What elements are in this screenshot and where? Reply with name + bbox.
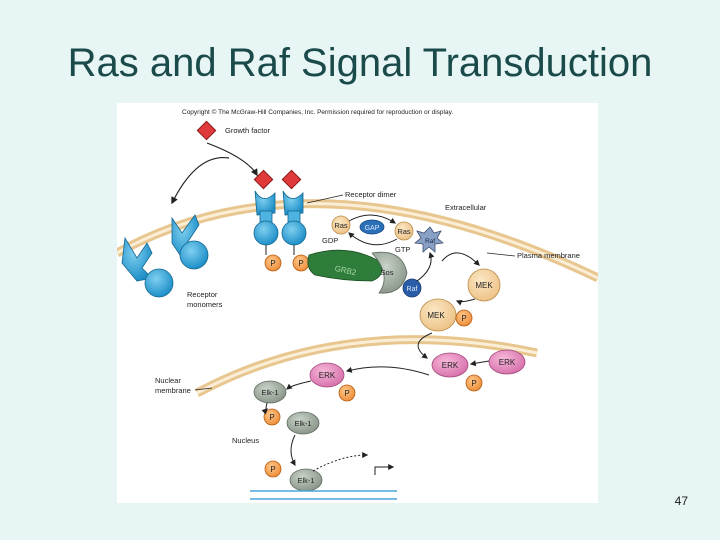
arrow-elk1-phospho xyxy=(261,402,268,415)
plasma-membrane-label: Plasma membrane xyxy=(517,251,580,260)
svg-text:P: P xyxy=(471,379,476,388)
raf-activated: Raf xyxy=(414,226,444,253)
elk1-phosphorylated-2: P Elk-1 xyxy=(264,460,323,492)
svg-text:Elk-1: Elk-1 xyxy=(294,419,311,428)
svg-text:P: P xyxy=(344,389,349,398)
receptor-dimer-label: Receptor dimer xyxy=(345,190,397,199)
svg-text:P: P xyxy=(461,314,466,323)
arrow-transcription xyxy=(312,452,369,472)
receptor-dimer xyxy=(253,169,307,255)
svg-text:P: P xyxy=(270,465,275,474)
svg-text:P: P xyxy=(298,259,303,268)
dna-strand xyxy=(250,490,397,500)
mek-phosphorylated: MEK P xyxy=(419,298,473,332)
arrow-binding xyxy=(206,142,258,177)
elk1-phosphorylated-1: P Elk-1 xyxy=(263,408,320,435)
erk-phosphorylated: ERK P xyxy=(431,352,483,392)
growth-factor-label: Growth factor xyxy=(225,126,271,135)
mek-unphosphorylated: MEK xyxy=(467,268,501,302)
arrow-mek-to-erk xyxy=(417,332,433,359)
svg-text:Sos: Sos xyxy=(381,268,394,277)
arrow-raf-to-mek xyxy=(441,252,480,266)
ras-gdp: Ras GDP xyxy=(322,215,351,245)
arrow-erk-to-elk1 xyxy=(286,380,312,390)
arrow-erk-phospho xyxy=(469,360,490,367)
sos-protein: Sos xyxy=(371,251,408,294)
raf-protein: Raf xyxy=(402,278,422,298)
gap-protein: GAP xyxy=(359,219,385,235)
slide-title: Ras and Raf Signal Transduction xyxy=(67,41,653,85)
growth-factor: Growth factor xyxy=(196,120,271,141)
svg-text:P: P xyxy=(269,413,274,422)
copyright-text: Copyright © The McGraw-Hill Companies, I… xyxy=(182,108,453,116)
arrow-erk-import xyxy=(345,366,430,376)
receptor-phosphate-2: P xyxy=(292,254,310,272)
arrow-ras-activation xyxy=(348,214,397,224)
svg-text:ERK: ERK xyxy=(319,371,336,380)
slide-page-number: 47 xyxy=(674,494,688,508)
svg-text:P: P xyxy=(270,259,275,268)
svg-text:ERK: ERK xyxy=(499,358,516,367)
nuclear-membrane-label-2: membrane xyxy=(155,386,191,395)
signal-pathway-figure: Copyright © The McGraw-Hill Companies, I… xyxy=(117,103,598,503)
transcription-start-arrow xyxy=(374,464,395,475)
svg-text:GAP: GAP xyxy=(365,225,380,232)
grb2-protein: GRB2 xyxy=(307,249,383,282)
arrow-mek-phospho xyxy=(455,298,476,306)
elk1-unphosphorylated: Elk-1 xyxy=(253,380,287,404)
pathway-diagram: Copyright © The McGraw-Hill Companies, I… xyxy=(117,108,598,500)
erk-unphosphorylated: ERK xyxy=(488,349,526,375)
gdp-label: GDP xyxy=(322,236,338,245)
svg-text:Elk-1: Elk-1 xyxy=(297,476,314,485)
receptor-phosphate-1: P xyxy=(264,254,282,272)
arrow-ras-inactivation xyxy=(348,232,398,246)
receptor-monomers-label-2: monomers xyxy=(187,300,223,309)
receptor-monomer-1 xyxy=(121,236,174,298)
svg-text:Ras: Ras xyxy=(397,227,411,236)
nuclear-membrane xyxy=(194,335,538,397)
receptor-monomers-label-1: Receptor xyxy=(187,290,218,299)
nucleus-label: Nucleus xyxy=(232,436,259,445)
gtp-label: GTP xyxy=(395,245,410,254)
arrow-growth-factor xyxy=(171,156,230,205)
extracellular-label: Extracellular xyxy=(445,203,487,212)
nuclear-membrane-label-1: Nuclear xyxy=(155,376,181,385)
svg-text:MEK: MEK xyxy=(475,281,493,290)
svg-text:Raf: Raf xyxy=(407,286,418,293)
arrow-raf-recruit xyxy=(416,251,435,282)
svg-text:MEK: MEK xyxy=(427,311,445,320)
svg-text:ERK: ERK xyxy=(442,361,459,370)
ras-gtp: Ras GTP xyxy=(394,221,414,254)
receptor-monomer-2 xyxy=(171,214,209,270)
svg-text:Ras: Ras xyxy=(334,221,348,230)
arrow-elk1-to-dna xyxy=(290,434,296,467)
svg-text:Raf: Raf xyxy=(425,238,435,245)
erk-nuclear: ERK P xyxy=(309,362,356,402)
svg-text:Elk-1: Elk-1 xyxy=(261,388,278,397)
